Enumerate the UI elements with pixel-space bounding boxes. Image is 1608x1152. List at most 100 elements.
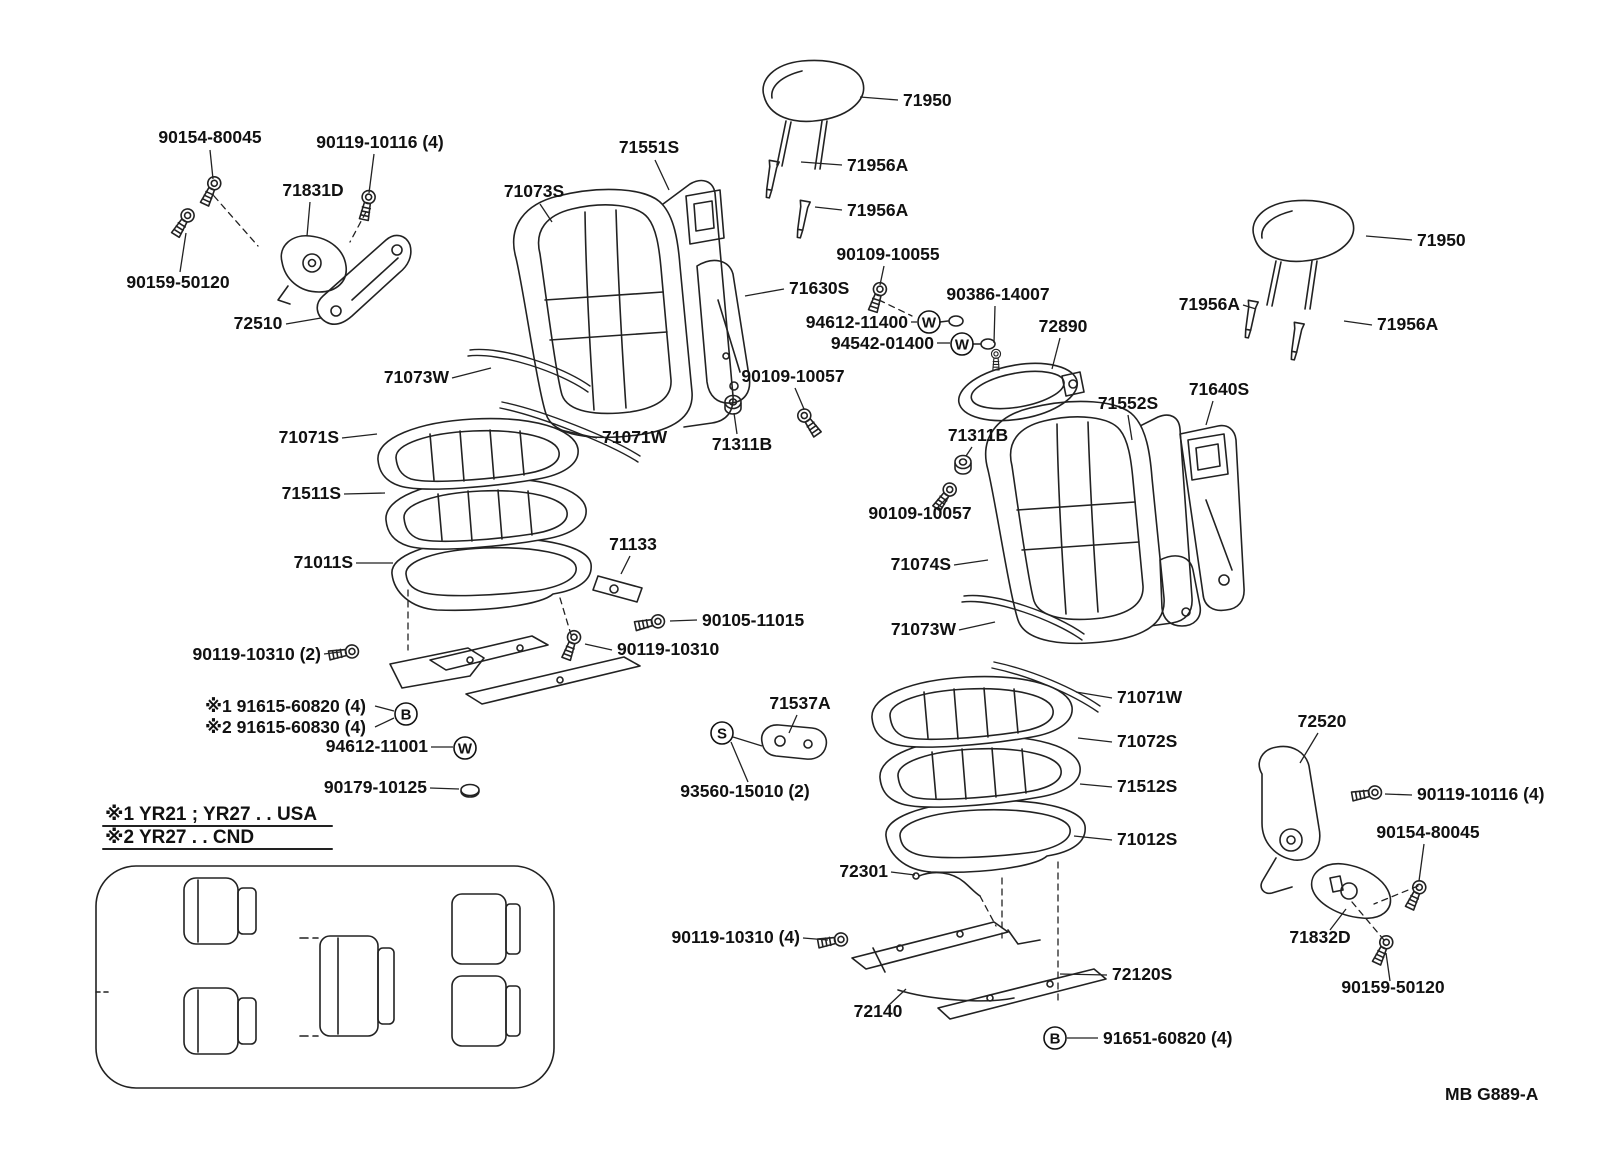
- part-label-93560-15010: 93560-15010 (2): [680, 781, 809, 801]
- svg-text:B: B: [401, 707, 412, 724]
- part-label-90119-10116-left: 90119-10116 (4): [316, 132, 443, 152]
- seat-cushion-left-art: [377, 417, 579, 490]
- part-label-90109-10057-right: 90109-10057: [868, 503, 971, 523]
- note-underlines: [102, 825, 333, 850]
- leader-90159-50120-left: [179, 232, 187, 273]
- leader-90119-10310-plain: [584, 643, 613, 651]
- bolt-icon: [1402, 877, 1429, 912]
- part-label-72140: 72140: [854, 1001, 903, 1021]
- bolt-icon: [865, 280, 889, 314]
- leader-71640s: [1205, 400, 1214, 426]
- seat-cushion-right-art: [871, 675, 1073, 748]
- leader-lines-layer: [179, 96, 1425, 1039]
- bolt-icon: [794, 405, 824, 439]
- bolt-icon: [197, 173, 224, 208]
- leader-71950-left: [859, 96, 899, 101]
- part-label-71074s: 71074S: [891, 554, 951, 574]
- bolt-icon: [633, 612, 667, 634]
- part-label-90119-10116-right: 90119-10116 (4): [1417, 784, 1544, 804]
- part-label-90109-10057-left: 90109-10057: [741, 366, 844, 386]
- part-label-71073w-left: 71073W: [384, 367, 450, 387]
- leader-71551s: [654, 159, 670, 191]
- part-label-94612-11400: 94612-11400: [806, 312, 908, 332]
- leader-71073w-right: [958, 621, 996, 631]
- part-label-71311b-left: 71311B: [712, 434, 772, 454]
- bolt-icon: [1350, 784, 1384, 804]
- leader-71073w-left: [451, 367, 492, 379]
- callout-washer-a: W: [917, 310, 941, 334]
- part-label-90119-10310-4: 90119-10310 (4): [672, 927, 800, 947]
- part-label-71011s: 71011S: [294, 552, 353, 572]
- leader-71072s: [1077, 737, 1113, 743]
- part-label-71073w-right: 71073W: [891, 619, 957, 639]
- leader-71512s: [1079, 783, 1113, 788]
- leader-71950-right: [1365, 235, 1413, 241]
- part-label-71956a-right-2: 71956A: [1377, 314, 1439, 334]
- leader-72140: [887, 988, 907, 1007]
- leader-93560-15010: [730, 741, 749, 783]
- leader-71074s: [953, 559, 989, 566]
- part-label-71640s: 71640S: [1189, 379, 1249, 399]
- screw-icon: [990, 348, 1002, 371]
- part-label-90154-80045-right: 90154-80045: [1376, 822, 1479, 842]
- part-label-71630s: 71630S: [789, 278, 849, 298]
- part-label-71831d: 71831D: [282, 180, 343, 200]
- callout-bolt-group-left: B: [394, 702, 418, 726]
- leader-72301: [890, 871, 916, 876]
- leader-90119-10116-right: [1384, 793, 1413, 796]
- floorplan-art: [95, 865, 555, 1089]
- part-label-72510: 72510: [234, 313, 283, 333]
- leader-72520: [1299, 732, 1319, 764]
- part-label-72520: 72520: [1298, 711, 1347, 731]
- part-label-91651-60820: 91651-60820 (4): [1103, 1028, 1232, 1048]
- leader-90119-10116-left: [368, 153, 375, 194]
- page-code: MB G889-A: [1445, 1084, 1539, 1104]
- recliner-left-art: [277, 234, 412, 325]
- svg-text:B: B: [1050, 1031, 1061, 1048]
- leader-90109-10055: [879, 265, 885, 286]
- leader-71073s: [539, 203, 553, 223]
- nut-icon: [724, 394, 742, 415]
- leader-91615-60820: [374, 705, 395, 712]
- leader-71831d: [306, 201, 311, 237]
- release-cable-art: [912, 871, 981, 897]
- part-label-72890: 72890: [1039, 316, 1088, 336]
- leader-71832d: [1329, 908, 1347, 931]
- nut-icon: [954, 454, 972, 475]
- leader-90159-50120-right: [1385, 952, 1391, 982]
- note-cnd: ※2 YR27 . . CND: [105, 827, 254, 848]
- leader-72510: [285, 317, 322, 325]
- leader-90119-10310-2: [323, 651, 341, 655]
- part-label-71311b-right: 71311B: [948, 425, 1008, 445]
- part-label-94612-11001: 94612-11001: [326, 736, 428, 756]
- part-label-91615-60820: ※1 91615-60820 (4): [205, 696, 366, 716]
- leader-71511s: [343, 492, 386, 495]
- leader-90109-10057-right: [937, 497, 948, 508]
- leader-90119-10310-4: [802, 937, 829, 941]
- part-label-71956a-left-1: 71956A: [847, 155, 909, 175]
- part-label-71552s: 71552S: [1098, 393, 1158, 413]
- leader-71537a: [788, 714, 798, 734]
- part-label-71551s: 71551S: [619, 137, 679, 157]
- part-label-71071w-right: 71071W: [1117, 687, 1183, 707]
- headrest-support-icon: [793, 199, 811, 240]
- leader-90109-10057-left: [794, 387, 805, 410]
- diagram-line-art: [95, 59, 1429, 1089]
- seat-track-left-art: [389, 635, 641, 705]
- part-label-90154-80045-left: 90154-80045: [158, 127, 261, 147]
- bolt-icon: [356, 188, 378, 222]
- part-label-90159-50120-right: 90159-50120: [1341, 977, 1444, 997]
- leader-71630s: [744, 288, 785, 297]
- part-label-90386-14007: 90386-14007: [946, 284, 1049, 304]
- leader-71133: [620, 555, 631, 575]
- leader-71071w-right: [1075, 691, 1113, 699]
- part-label-71537a: 71537A: [769, 693, 831, 713]
- svg-text:W: W: [922, 315, 937, 332]
- recliner-right-art: [1258, 745, 1392, 920]
- part-label-90179-10125: 90179-10125: [324, 777, 427, 797]
- note-usa: ※1 YR21 ; YR27 . . USA: [105, 804, 317, 825]
- leader-90386-14007: [993, 305, 996, 344]
